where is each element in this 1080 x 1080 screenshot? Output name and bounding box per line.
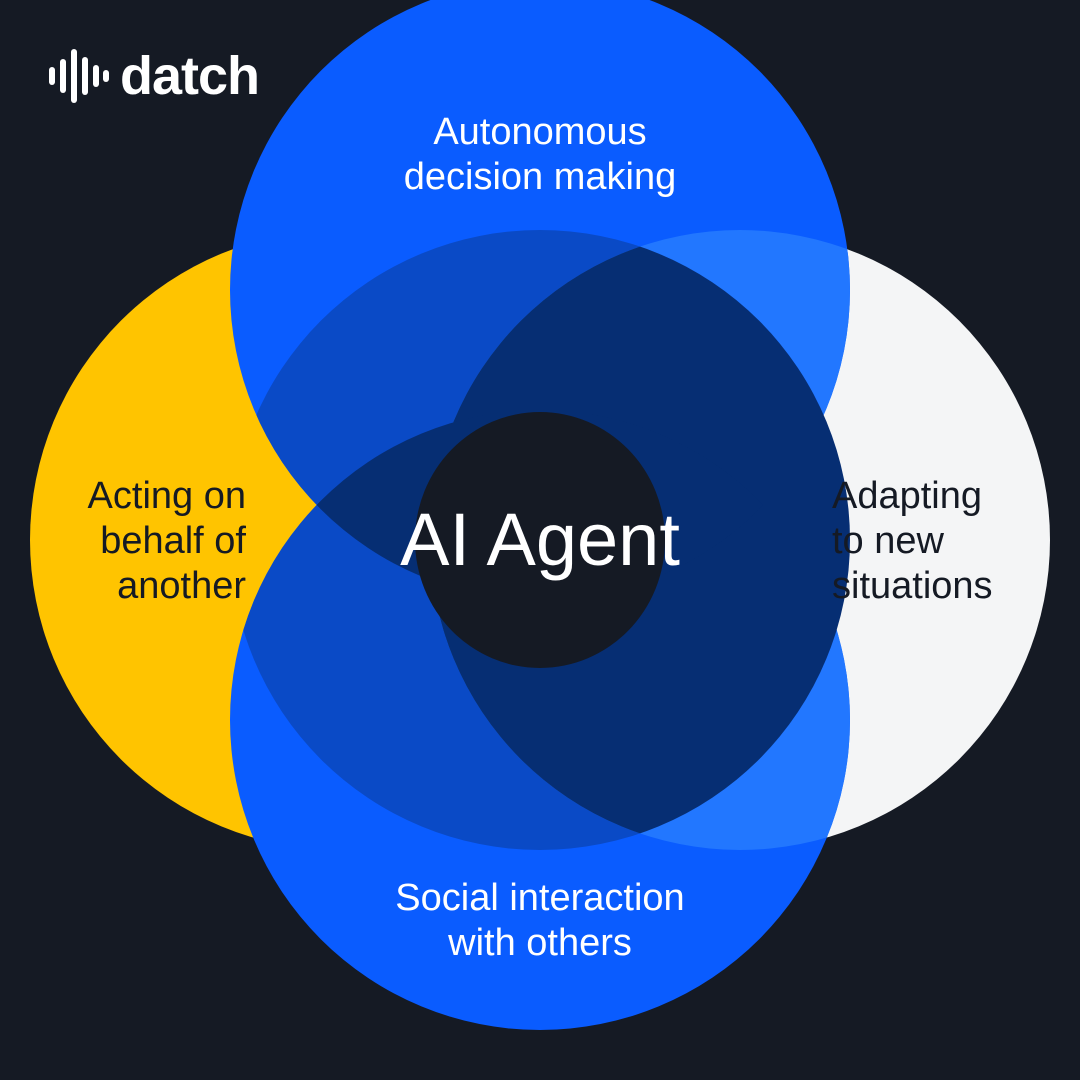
label-line: behalf of (100, 520, 246, 562)
center-label: AI Agent (400, 498, 680, 581)
center-intersection (415, 412, 665, 668)
overlap-left-right-lens (430, 230, 850, 850)
sound-wave-icon (49, 49, 109, 103)
set-right-label: Adapting to new situations (832, 474, 1052, 609)
label-line: with others (448, 922, 632, 964)
brand-logo: datch (48, 46, 260, 106)
label-line: Social interaction (395, 877, 685, 919)
brand-name: datch (120, 46, 260, 106)
label-line: to new (832, 520, 944, 562)
label-line: decision making (403, 156, 677, 198)
label-line: Acting on (87, 475, 246, 517)
label-line: situations (832, 565, 993, 607)
set-top-label: Autonomous decision making (340, 110, 740, 200)
set-bottom-label: Social interaction with others (340, 876, 740, 966)
label-line: Autonomous (433, 111, 647, 153)
label-line: Adapting (832, 475, 983, 517)
set-left-label: Acting on behalf of another (50, 474, 246, 609)
label-line: another (117, 565, 246, 607)
